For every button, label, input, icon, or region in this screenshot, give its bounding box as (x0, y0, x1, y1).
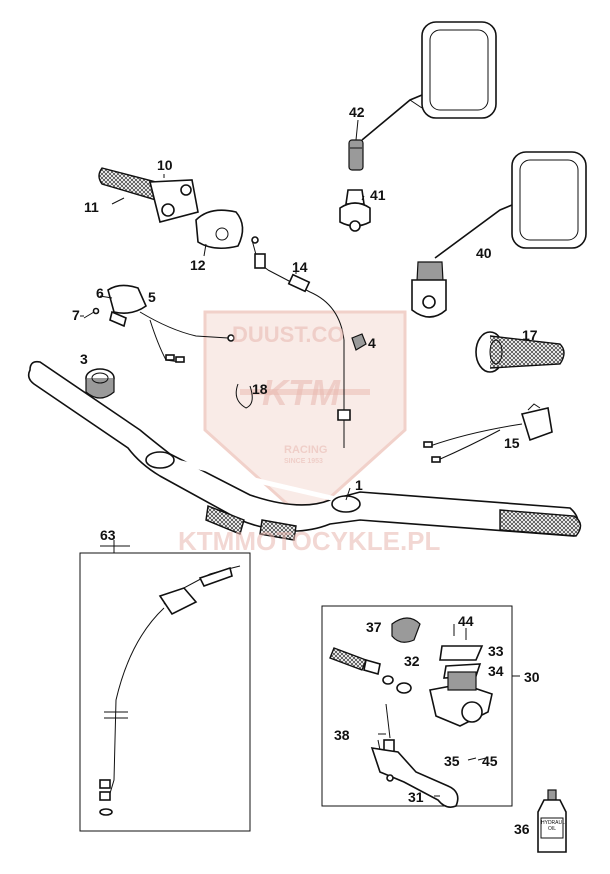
cable-clip (235, 383, 253, 409)
mirror-clamp (339, 189, 371, 232)
callout-1: 1 (355, 477, 363, 493)
callout-12: 12 (190, 257, 206, 273)
brake-master-cylinder-box (321, 605, 520, 808)
callout-36: 36 (514, 821, 530, 837)
callout-34: 34 (488, 663, 504, 679)
callout-3: 3 (80, 351, 88, 367)
callout-14: 14 (292, 259, 308, 275)
kill-switch (83, 284, 235, 363)
left-grip (475, 331, 565, 373)
callout-11: 11 (84, 199, 99, 215)
callout-63: 63 (100, 527, 116, 543)
callout-31: 31 (408, 789, 424, 805)
light-switch (423, 403, 553, 463)
callout-40: 40 (476, 245, 492, 261)
bottle-label: HYDRAUL OIL (541, 820, 565, 832)
watermark-brand: KTM (262, 372, 340, 413)
throttle-grip (98, 167, 199, 223)
callout-10: 10 (157, 157, 173, 173)
callout-35: 35 (444, 753, 460, 769)
callout-32: 32 (404, 653, 420, 669)
throttle-cable (251, 236, 351, 448)
callout-5: 5 (148, 289, 156, 305)
callout-30: 30 (524, 669, 540, 685)
hydraulic-oil-bottle (537, 789, 567, 853)
callout-17: 17 (522, 327, 538, 343)
mirror-lower (411, 151, 587, 318)
callout-18: 18 (252, 381, 268, 397)
callout-44: 44 (458, 613, 474, 629)
callout-38: 38 (334, 727, 350, 743)
callout-42: 42 (349, 104, 365, 120)
cable-adjuster-nut (351, 333, 367, 351)
callout-7: 7 (72, 307, 80, 323)
watermark-tagline-small: SINCE 1953 (284, 458, 323, 465)
callout-33: 33 (488, 643, 504, 659)
clutch-cable-box (79, 552, 251, 832)
callout-6: 6 (96, 285, 104, 301)
throttle-cover (195, 209, 244, 250)
handlebar (27, 360, 582, 541)
callout-45: 45 (482, 753, 498, 769)
watermark-logo-text: DUUST.CO (232, 322, 345, 347)
callout-4: 4 (368, 335, 376, 351)
ktm-watermark-shield (203, 310, 407, 523)
callout-37: 37 (366, 619, 382, 635)
mirror-upper (348, 21, 497, 171)
callout-15: 15 (504, 435, 520, 451)
leader-lines (80, 119, 440, 797)
watermark-site: KTMMOTOCYKLE.PL (178, 526, 441, 556)
watermark-tagline: RACING (284, 444, 328, 456)
callout-41: 41 (370, 187, 386, 203)
bar-spacer (85, 368, 115, 399)
